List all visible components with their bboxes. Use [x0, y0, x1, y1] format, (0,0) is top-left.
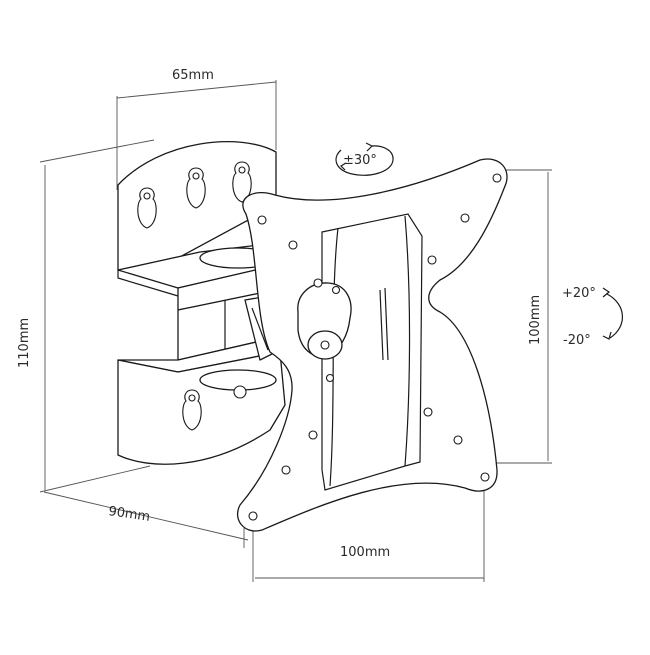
mounting-hole: [331, 285, 341, 295]
swivel-label: ±30°: [343, 153, 377, 168]
left-height-label: 110mm: [17, 318, 32, 368]
plate-height-label: 100mm: [528, 295, 543, 345]
mounting-hole: [313, 278, 323, 288]
keyhole-slot: [182, 389, 202, 431]
vesa-mounting-plate: [237, 158, 508, 532]
mounting-hole: [248, 511, 258, 521]
mounting-hole: [427, 255, 437, 265]
mounting-hole: [325, 373, 335, 383]
swivel-rotation-indicator: ±30°: [335, 142, 394, 176]
mounting-hole: [453, 435, 463, 445]
tilt-up-label: +20°: [562, 286, 596, 301]
dimension-plate-width: 100mm: [252, 478, 485, 582]
mounting-hole: [480, 472, 490, 482]
mounting-hole: [257, 215, 267, 225]
mounting-hole: [492, 173, 502, 183]
dimension-plate-height: 100mm: [490, 169, 552, 464]
mounting-hole: [423, 407, 433, 417]
tilt-rotation-indicator: +20° -20°: [562, 286, 624, 348]
plate-width-label: 100mm: [340, 545, 390, 560]
top-width-label: 65mm: [172, 68, 214, 83]
tilt-down-label: -20°: [563, 333, 591, 348]
dimension-top-width: 65mm: [116, 68, 277, 190]
mounting-hole: [281, 465, 291, 475]
keyhole-slot: [232, 161, 252, 203]
keyhole-slot: [137, 187, 157, 229]
dimension-bottom-depth: 90mm: [43, 491, 249, 548]
bottom-depth-label: 90mm: [107, 504, 151, 525]
dimension-left-height: 110mm: [17, 139, 155, 493]
keyhole-slot: [186, 167, 206, 209]
mounting-hole: [308, 430, 318, 440]
mounting-hole: [460, 213, 470, 223]
mounting-hole: [288, 240, 298, 250]
